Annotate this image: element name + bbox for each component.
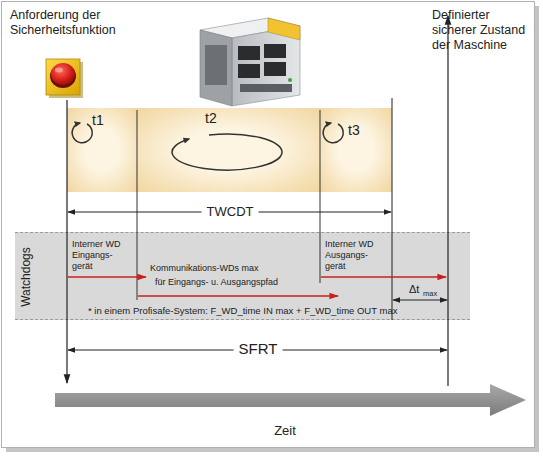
dimension-arrow [393, 300, 447, 301]
dimension-label: TWCDT [202, 204, 259, 220]
watchdog-label: Interner WD Ausgangs- gerät [325, 239, 387, 271]
frame-border [2, 2, 535, 448]
watchdog-label: Kommunikations-WDs max [150, 263, 259, 274]
dimension-label: max [423, 289, 437, 298]
axis-label: Zeit [274, 423, 296, 439]
cycle-icon [72, 123, 92, 143]
dimension-label: SFRT [234, 340, 283, 358]
phase-boundary [392, 98, 393, 320]
watchdog-arrow [68, 276, 146, 278]
watchdog-arrow [321, 276, 446, 278]
footnote: * in einem Profisafe-System: F_WD_time I… [88, 305, 397, 316]
segment-label: t1 [92, 112, 104, 128]
watchdog-label: Interner WD Eingangs- gerät [72, 239, 134, 271]
annotation: Definierter sicherer Zustand der Maschin… [432, 8, 532, 53]
watchdog-label: für Eingangs- u. Ausgangspfad [155, 277, 278, 288]
request-arrow [66, 100, 67, 383]
band-label: Watchdogs [19, 247, 33, 307]
phase-boundary [137, 110, 138, 300]
annotation: Anforderung der Sicherheitsfunktion [10, 8, 130, 38]
dimension-label: Δt [409, 283, 419, 296]
emergency-stop-icon [46, 59, 83, 98]
cycle-icon [323, 123, 343, 143]
segment-label: t3 [348, 122, 360, 138]
time-axis-arrow [55, 384, 526, 416]
safety-controller-icon [200, 18, 300, 106]
cycle-icon [172, 134, 282, 170]
time-segment-box: t3 [320, 108, 392, 192]
safe-state-arrow [447, 16, 448, 386]
time-segment-box: t1 [67, 108, 137, 192]
watchdog-arrow [138, 295, 338, 297]
time-segment-box: t2 [137, 108, 320, 192]
phase-boundary [320, 110, 321, 283]
segment-label: t2 [205, 110, 217, 126]
